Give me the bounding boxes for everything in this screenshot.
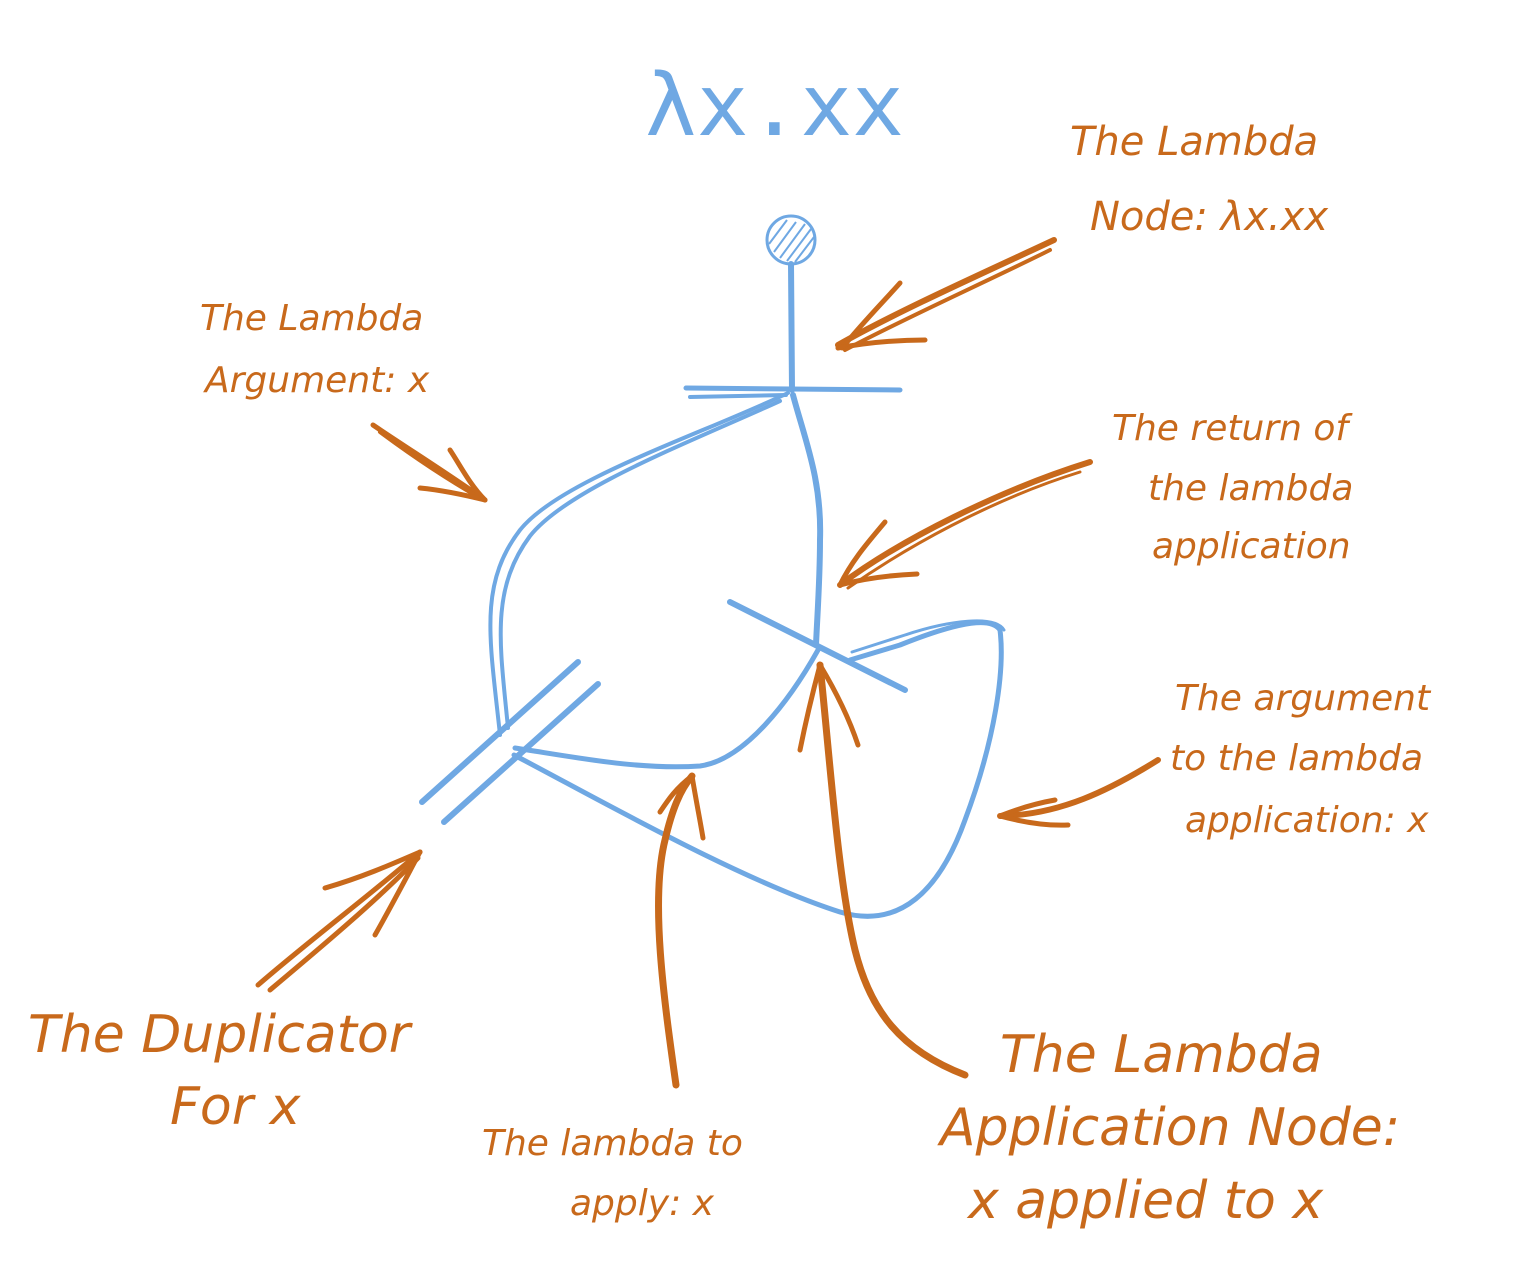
lambda-to-apply-label: The lambda to apply: x <box>482 1123 754 1224</box>
lambda-node-label: The Lambda Node: λx.xx <box>1070 119 1331 240</box>
duplicator-label: The Duplicator For x <box>28 1005 427 1137</box>
lambda-to-apply-arrow <box>654 772 706 1089</box>
argument-to-application-label: The argument to the lambda application: … <box>1170 678 1442 841</box>
lambda-argument-arrow <box>370 422 488 503</box>
root-wire <box>788 261 795 393</box>
root-port-icon <box>765 214 817 266</box>
lambda-argument-label: The Lambda Argument: x <box>200 298 435 401</box>
application-node <box>727 599 908 693</box>
interaction-net-graph <box>419 214 1006 919</box>
duplicator-node <box>419 659 601 825</box>
lambda-argument-wire <box>488 391 790 737</box>
argument-arrow <box>997 757 1161 828</box>
argument-wire <box>511 619 1006 919</box>
lambda-body-wire <box>790 392 824 648</box>
annotation-labels: The Lambda Node: λx.xx The Lambda Argume… <box>28 119 1442 1231</box>
duplicator-arrow <box>255 849 423 993</box>
lambda-node-arrow <box>835 237 1057 352</box>
return-of-application-label: The return of the lambda application <box>1112 408 1365 567</box>
application-node-label: The Lambda Application Node: x applied t… <box>937 1025 1417 1231</box>
annotation-arrows <box>255 237 1161 1089</box>
function-wire <box>512 647 821 770</box>
diagram-title: λx.xx <box>645 56 904 156</box>
application-node-arrow <box>797 661 969 1079</box>
return-arrow <box>837 459 1093 590</box>
lambda-node <box>683 385 903 399</box>
